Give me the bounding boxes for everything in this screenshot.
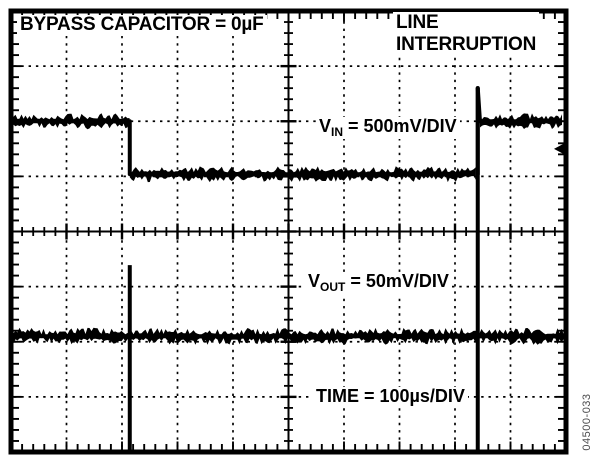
vout-scale-label: VOUT = 50mV/DIV [305,271,452,295]
vout-trace [13,88,564,450]
vout-scale-value: = 50mV/DIV [345,271,449,291]
annotation-line-2: INTERRUPTION [396,34,537,55]
time-scale-label: TIME = 100µs/DIV [313,386,468,407]
vin-scale-value: = 500mV/DIV [343,116,457,136]
vin-subscript: IN [331,125,344,139]
vin-scale-label: VIN = 500mV/DIV [316,116,460,140]
figure-number-watermark: 04500-033 [581,393,593,451]
line-interruption-annotation: LINE INTERRUPTION [393,12,540,56]
vout-subscript: OUT [320,280,346,294]
annotation-line-1: LINE [396,12,439,33]
trigger-level-arrow-icon [554,141,568,157]
bypass-capacitor-title: BYPASS CAPACITOR = 0µF [17,14,267,36]
vout-symbol: V [308,271,321,291]
graticule-center-axes [11,11,566,452]
vin-symbol: V [319,116,332,136]
